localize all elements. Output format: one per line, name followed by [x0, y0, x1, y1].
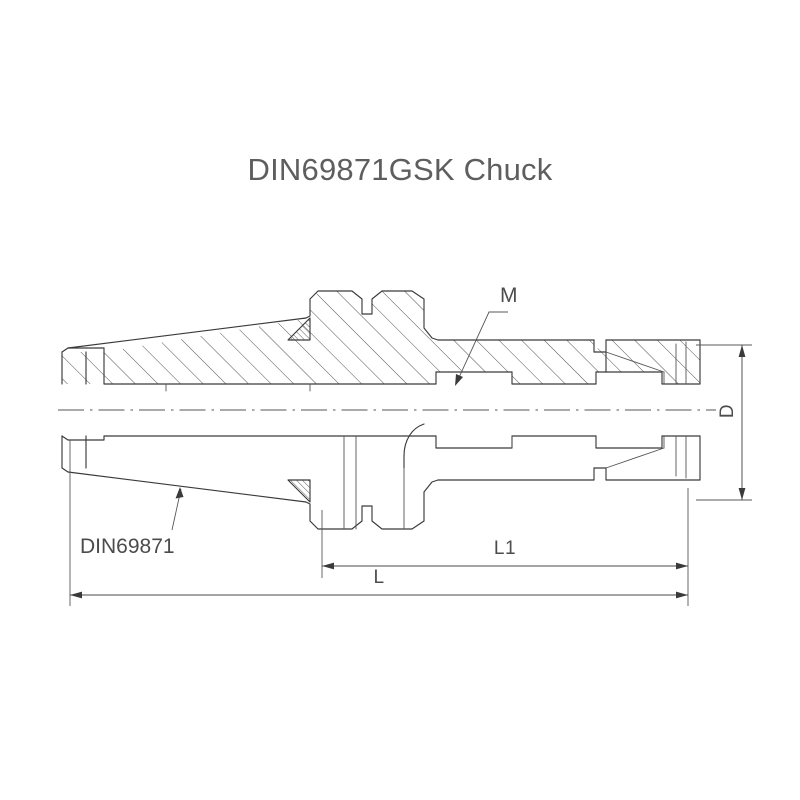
dimension-L1: L1	[321, 510, 688, 578]
leader-din69871: DIN69871	[80, 487, 184, 558]
label-din69871: DIN69871	[80, 535, 175, 558]
dimension-D: D	[696, 344, 752, 501]
page-title: DIN69871GSK Chuck	[247, 152, 553, 187]
dimension-label-D: D	[717, 404, 738, 418]
chamfer-wedge-bottom	[287, 479, 311, 503]
label-thread-m: M	[500, 284, 518, 307]
lower-body-outline	[61, 423, 701, 530]
dimension-L: L	[69, 440, 689, 606]
upper-body-outline	[61, 290, 701, 392]
dimension-label-L: L	[373, 567, 384, 588]
leader-thread-m: M	[455, 284, 518, 386]
dimension-label-L1: L1	[494, 538, 516, 559]
section-hatching	[62, 291, 700, 384]
